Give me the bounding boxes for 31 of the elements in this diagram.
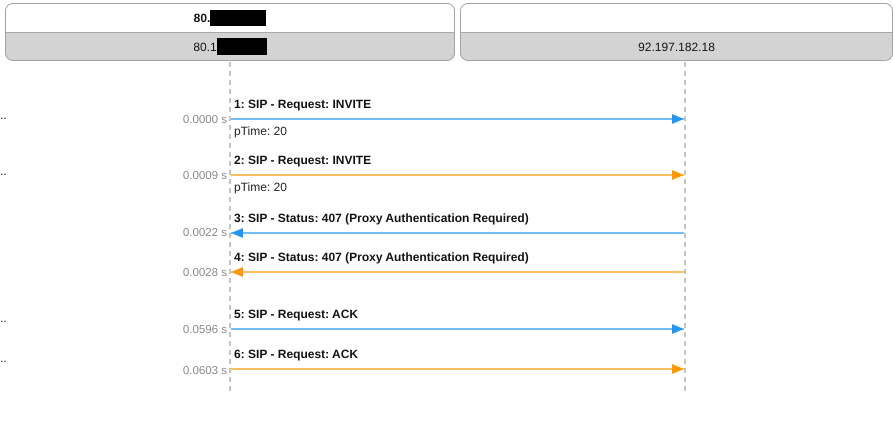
arrow xyxy=(231,324,684,334)
participant-box xyxy=(5,3,455,61)
timestamp: 0.0000 s xyxy=(182,113,227,127)
ip-address: 80.1 xyxy=(193,40,217,54)
participant-name: 80. xyxy=(194,10,210,25)
message-note: pTime: 20 xyxy=(234,180,287,194)
timestamp: 0.0596 s xyxy=(182,323,227,337)
ip-address: 92.197.182.18 xyxy=(638,40,715,54)
edge-label: 2: SIP - Request: INVITE xyxy=(234,153,372,167)
arrow xyxy=(231,228,684,238)
edge-label: 3: SIP - Status: 407 (Proxy Authentication Required) xyxy=(234,211,529,225)
edge-label: 1: SIP - Request: INVITE xyxy=(234,97,372,111)
timestamp: 0.0022 s xyxy=(182,226,227,240)
truncated-text: .. xyxy=(0,351,7,365)
lifeline xyxy=(684,62,686,392)
lifeline xyxy=(229,62,231,392)
truncated-text: .. xyxy=(0,311,7,325)
arrow xyxy=(231,267,684,277)
participant-box xyxy=(460,3,893,61)
timestamp: 0.0009 s xyxy=(182,169,227,183)
arrow xyxy=(231,170,684,180)
timestamp: 0.0028 s xyxy=(182,266,227,280)
edge-label: 6: SIP - Request: ACK xyxy=(234,347,358,361)
timestamp: 0.0603 s xyxy=(182,364,227,378)
truncated-text: .. xyxy=(0,164,7,178)
arrow xyxy=(231,364,684,374)
edge-label: 5: SIP - Request: ACK xyxy=(234,307,358,321)
truncated-text: .. xyxy=(0,108,7,122)
message-note: pTime: 20 xyxy=(234,124,287,138)
edge-label: 4: SIP - Status: 407 (Proxy Authentication Required) xyxy=(234,250,529,264)
arrow xyxy=(231,114,684,124)
